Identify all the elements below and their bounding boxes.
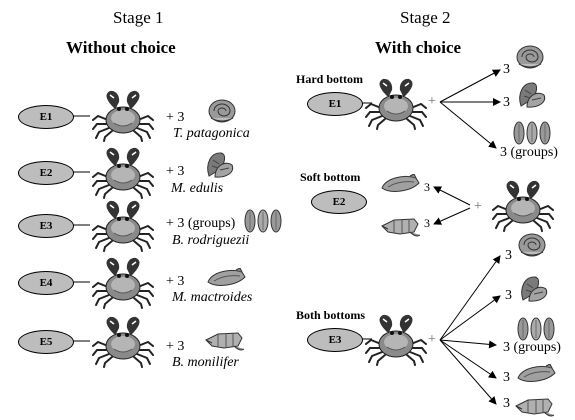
crab-icon: [92, 90, 154, 142]
snail-shell-icon: [517, 232, 547, 258]
bottom-type-label: Both bottoms: [296, 308, 365, 323]
target-count: 3: [503, 62, 510, 78]
target-count: 3: [424, 180, 430, 195]
species-name: M. edulis: [171, 181, 223, 197]
plus-sign: +: [428, 332, 436, 348]
snail-shell-icon: [207, 98, 237, 124]
small-mussels-icon: [516, 316, 556, 342]
bottom-type-label: Hard bottom: [296, 72, 363, 87]
crab-icon: [92, 257, 154, 309]
species-name: T. patagonica: [173, 126, 250, 142]
treatment-oval-e1: E1: [307, 92, 363, 116]
target-count: 3: [503, 370, 510, 386]
target-count: 3: [424, 216, 430, 231]
prey-count: + 3 (groups): [166, 216, 235, 232]
clam-icon: [380, 174, 420, 194]
crab-icon: [365, 78, 427, 130]
clam-icon: [516, 364, 556, 384]
crab-icon: [92, 147, 154, 199]
whelk-icon: [514, 396, 554, 418]
whelk-icon: [204, 330, 244, 352]
prey-count: + 3: [166, 339, 184, 355]
species-name: M. mactroides: [172, 290, 252, 306]
crab-icon: [492, 180, 554, 232]
snail-shell-icon: [515, 44, 545, 70]
plus-sign: +: [428, 94, 436, 110]
crab-icon: [92, 316, 154, 368]
mussel-icon: [519, 274, 549, 304]
target-count: 3: [505, 288, 512, 304]
treatment-oval-e2: E2: [311, 190, 367, 214]
target-count: 3 (groups): [500, 145, 558, 161]
target-count: 3: [503, 396, 510, 412]
mussel-icon: [517, 80, 547, 110]
target-count: 3 (groups): [503, 340, 561, 356]
plus-sign: +: [474, 199, 482, 215]
treatment-oval-e5: E5: [18, 330, 74, 354]
prey-count: + 3: [166, 110, 184, 126]
bottom-type-label: Soft bottom: [300, 170, 360, 185]
treatment-oval-e3: E3: [307, 328, 363, 352]
small-mussels-icon: [243, 208, 283, 234]
crab-icon: [92, 200, 154, 252]
treatment-oval-e3: E3: [18, 214, 74, 238]
prey-count: + 3: [166, 164, 184, 180]
whelk-icon: [380, 216, 420, 238]
prey-count: + 3: [166, 274, 184, 290]
small-mussels-icon: [512, 120, 552, 146]
mussel-icon: [205, 150, 235, 180]
target-count: 3: [505, 248, 512, 264]
crab-icon: [365, 314, 427, 366]
treatment-oval-e2: E2: [18, 161, 74, 185]
treatment-oval-e1: E1: [18, 105, 74, 129]
target-count: 3: [503, 95, 510, 111]
clam-icon: [206, 268, 246, 288]
species-name: B. rodriguezii: [172, 233, 249, 249]
treatment-oval-e4: E4: [18, 271, 74, 295]
species-name: B. monilifer: [172, 355, 239, 371]
